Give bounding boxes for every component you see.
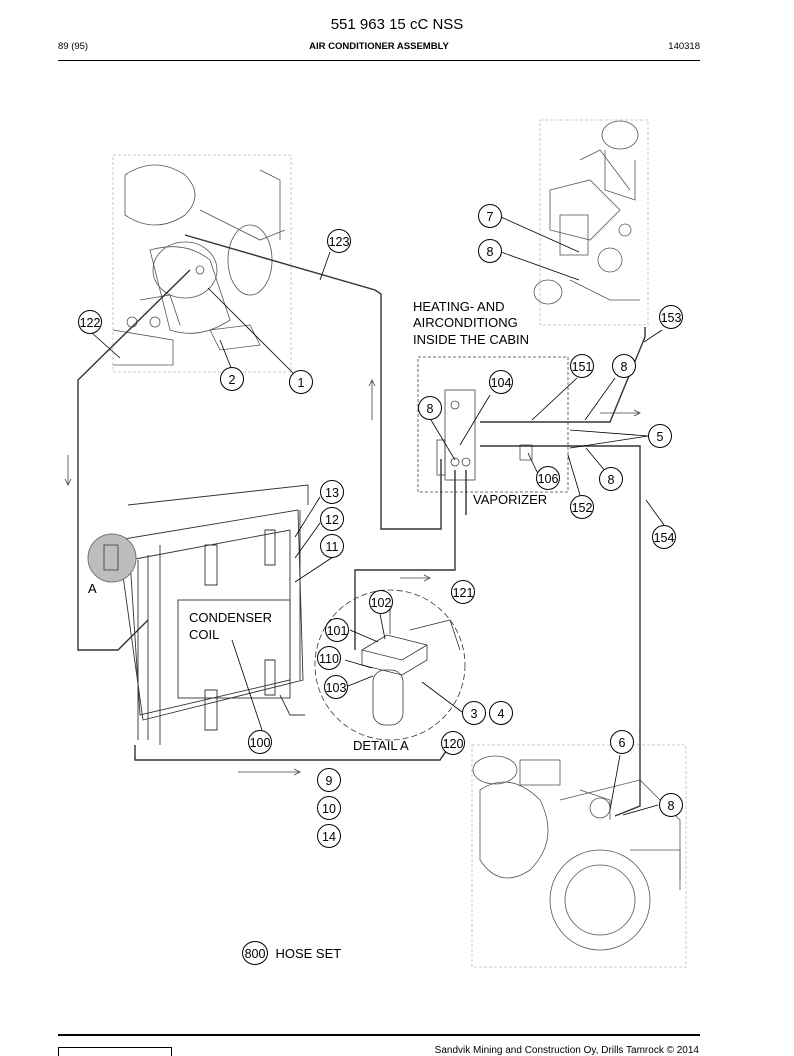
callout-5: 5 [648,424,672,448]
section-title: AIR CONDITIONER ASSEMBLY [309,41,449,52]
inside-cabin-label: INSIDE THE CABIN [413,332,530,347]
hose-set-label: HOSE SET [275,945,342,961]
callout-153: 153 [659,305,683,329]
vaporizer-label: VAPORIZER [473,492,548,507]
condenser-coil-illustration [117,484,309,745]
callout-100: 100 [248,730,272,754]
hose-set-legend: 800 HOSE SET [242,941,341,965]
callout-104: 104 [489,370,513,394]
callout-14: 14 [317,824,341,848]
callout-103: 103 [324,675,348,699]
callout-1: 1 [289,370,313,394]
header-rule [58,60,700,61]
engine-lower-illustration [471,744,687,968]
footer-rule [58,1034,700,1036]
callout-3: 3 [462,701,486,725]
callout-151: 151 [570,354,594,378]
callout-8: 8 [478,239,502,263]
detail-a-label: DETAIL A [353,738,409,753]
callout-800: 800 [242,941,268,965]
callout-8-vaporizer: 8 [418,396,442,420]
callout-152: 152 [570,495,594,519]
callout-8-lower: 8 [659,793,683,817]
footer-copyright: Sandvik Mining and Construction Oy, Dril… [434,1045,699,1056]
callout-123: 123 [327,229,351,253]
document-code: 140318 [668,41,700,52]
callout-154: 154 [652,525,676,549]
detail-a-marker-label: A [88,581,97,596]
callout-11: 11 [320,534,344,558]
callout-110: 110 [317,646,341,670]
leader-lines [91,216,665,816]
callout-10: 10 [317,796,341,820]
callout-8-right: 8 [599,467,623,491]
callout-102: 102 [369,590,393,614]
page-number: 89 (95) [58,41,89,52]
heating-label: HEATING- AND [413,299,505,314]
aircon-label: AIRCONDITIONG [413,315,518,330]
sandvik-logo [58,1047,172,1056]
detail-a-marker [87,533,137,583]
callout-6: 6 [610,730,634,754]
hose-lines [77,234,646,817]
callout-120: 120 [441,731,465,755]
callout-12: 12 [320,507,344,531]
condenser-label: CONDENSER [189,610,273,625]
callout-9: 9 [317,768,341,792]
callout-122: 122 [78,310,102,334]
compressor-engine-illustration [112,154,292,373]
document-title: 551 963 15 cC NSS [330,16,464,33]
callout-8-cabin: 8 [612,354,636,378]
coil-label: COIL [189,627,220,642]
callout-2: 2 [220,367,244,391]
callout-106: 106 [536,466,560,490]
callout-101: 101 [325,618,349,642]
callout-7: 7 [478,204,502,228]
callout-13: 13 [320,480,344,504]
callout-4: 4 [489,701,513,725]
engine-valve-illustration [533,119,649,326]
callout-121: 121 [451,580,475,604]
flow-arrows [64,379,641,776]
